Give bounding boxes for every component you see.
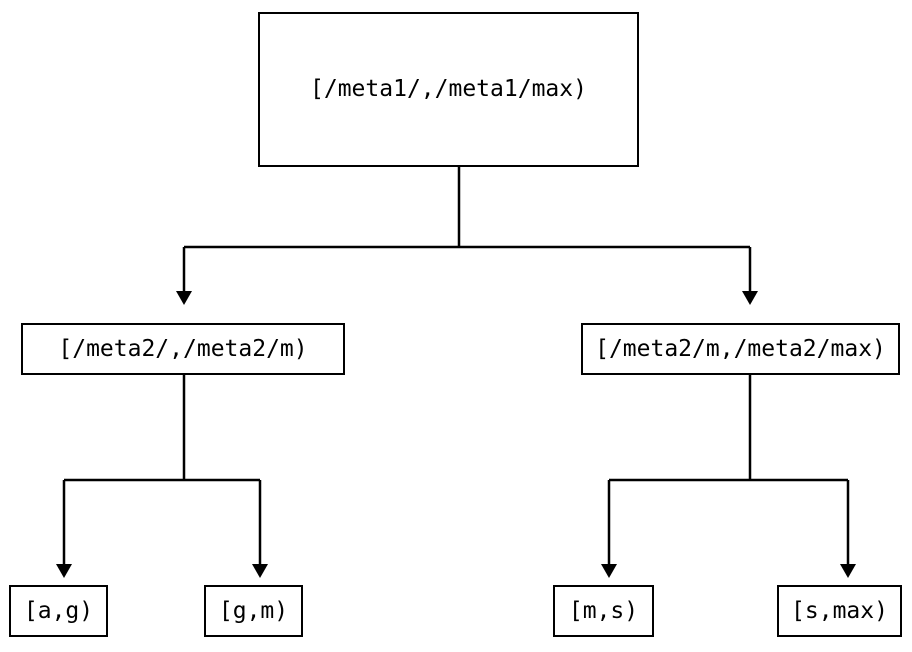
arrowhead-icon — [252, 564, 268, 578]
connector-left-to-leaves — [56, 375, 268, 578]
arrowhead-icon — [601, 564, 617, 578]
tree-leaf-g-m[interactable]: [g,m) — [204, 585, 303, 637]
tree-node-meta2-lower[interactable]: [/meta2/,/meta2/m) — [21, 323, 345, 375]
tree-leaf-m-s[interactable]: [m,s) — [553, 585, 654, 637]
tree-node-label: [a,g) — [23, 597, 94, 624]
tree-node-meta2-upper[interactable]: [/meta2/m,/meta2/max) — [581, 323, 900, 375]
tree-leaf-s-max[interactable]: [s,max) — [777, 585, 902, 637]
arrowhead-icon — [176, 291, 192, 305]
tree-node-label: [g,m) — [218, 597, 289, 624]
tree-node-label: [/meta2/m,/meta2/max) — [595, 335, 886, 362]
arrowhead-icon — [742, 291, 758, 305]
connector-root-to-level1 — [176, 167, 758, 305]
tree-node-label: [/meta1/,/meta1/max) — [310, 76, 587, 102]
tree-leaf-a-g[interactable]: [a,g) — [9, 585, 108, 637]
tree-node-root[interactable]: [/meta1/,/meta1/max) — [258, 12, 639, 167]
arrowhead-icon — [840, 564, 856, 578]
connector-right-to-leaves — [601, 375, 856, 578]
tree-node-label: [m,s) — [568, 597, 639, 624]
arrowhead-icon — [56, 564, 72, 578]
tree-node-label: [/meta2/,/meta2/m) — [58, 335, 308, 362]
tree-node-label: [s,max) — [791, 597, 888, 624]
